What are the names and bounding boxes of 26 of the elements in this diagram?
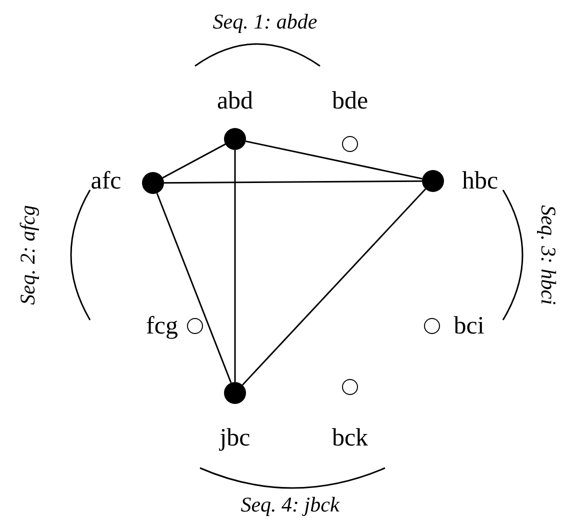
hollow-circle <box>342 379 358 395</box>
filled-dot <box>422 170 444 192</box>
filled-dot <box>142 172 164 194</box>
node-label: bde <box>332 88 368 114</box>
node-label: hbc <box>462 168 498 194</box>
node-label: fcg <box>146 314 178 338</box>
edge-line <box>234 150 236 382</box>
edge-line <box>242 188 426 386</box>
node-label: bck <box>332 426 368 450</box>
edge-line <box>164 180 422 184</box>
node-label: bci <box>454 314 484 338</box>
sequence-label: Seq. 2: afcg <box>18 205 38 305</box>
sequence-label: Seq. 3: hbci <box>538 205 558 305</box>
node-label: jbc <box>220 426 250 450</box>
edge-line <box>162 144 226 178</box>
edge-line <box>246 140 422 180</box>
sequence-label: Seq. 4: jbck <box>240 494 340 516</box>
sequence-label: Seq. 1: abde <box>212 12 318 32</box>
filled-dot <box>224 382 246 404</box>
hollow-circle <box>342 136 358 152</box>
node-label: afc <box>90 168 122 194</box>
hollow-circle <box>187 318 203 334</box>
edge-line <box>156 192 232 384</box>
hollow-circle <box>424 318 440 334</box>
filled-dot <box>224 128 246 150</box>
node-label: abd <box>216 88 254 114</box>
